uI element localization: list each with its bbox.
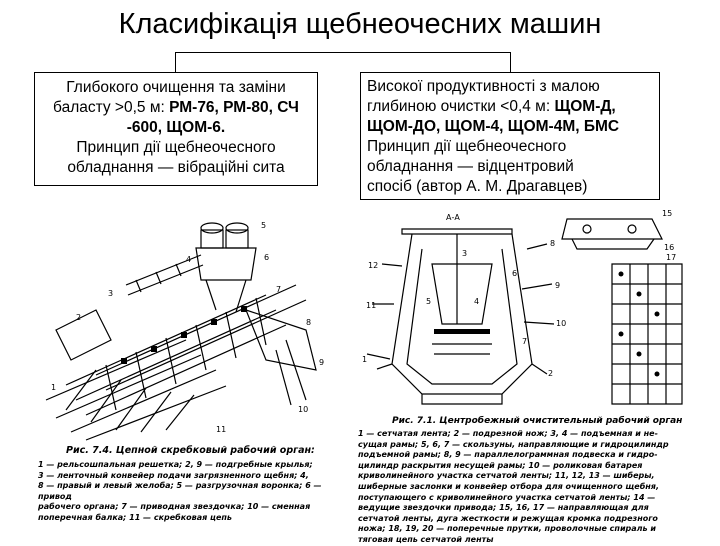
deep-cleaning-principle: Принцип дії щебнеочесного xyxy=(76,139,276,156)
fig-left-label-7: 7 xyxy=(276,285,281,294)
fig-right-label-15: 15 xyxy=(662,209,672,218)
deep-cleaning-depth: баласту >0,5 м: xyxy=(53,99,170,116)
fig-left-label-6: 6 xyxy=(264,253,269,262)
fig-right-label-1: 1 xyxy=(362,355,367,364)
connector-right xyxy=(510,52,511,72)
fig-right-legend-line: криволинейного участка сетчатой ленты; 1… xyxy=(358,471,655,481)
deep-cleaning-method: обладнання — вібраційні сита xyxy=(67,159,285,176)
fig-left-label-11: 11 xyxy=(216,425,226,434)
fig-right-label-16: 16 xyxy=(664,243,674,252)
high-prod-models-b: ЩОМ-ДО, ЩОМ-4, ЩОМ-4М, БМС xyxy=(367,118,620,135)
fig-right-label-7: 7 xyxy=(522,337,527,346)
fig-left-legend-line: 3 — ленточный конвейер подачи загрязненн… xyxy=(38,470,309,480)
fig-left-legend-line: рабочего органа; 7 — приводная звездочка… xyxy=(38,502,311,512)
fig-right-legend-line: ножа; 18, 19, 20 — поперечные прутки, пр… xyxy=(358,524,656,534)
high-prod-principle: Принцип дії щебнеочесного xyxy=(367,138,567,155)
fig-left-label-5: 5 xyxy=(261,221,266,230)
chain-scraper-drawing: 3 2 1 4 5 6 7 8 9 10 11 xyxy=(45,221,324,441)
fig-left-caption: Рис. 7.4. Цепной скребковый рабочий орга… xyxy=(66,445,315,456)
fig-left-legend: 1 — рельсошпальная решетка; 2, 9 — подгр… xyxy=(38,460,338,524)
fig-left-label-1: 1 xyxy=(51,383,56,392)
high-prod-line2: глибиною очистки <0,4 м: ЩОМ-Д, xyxy=(367,97,653,117)
fig-left-label-4: 4 xyxy=(186,255,191,264)
fig-right-legend-line: цилиндр раскрытия несущей рамы; 10 — рол… xyxy=(358,460,643,470)
page-title: Класифікація щебнеочесних машин xyxy=(118,8,602,40)
high-productivity-box: Високої продуктивності з малою глибиною … xyxy=(360,72,660,200)
deep-cleaning-line1: Глибокого очищення та заміни xyxy=(66,79,286,96)
fig-right-legend-line: 1 — сетчатая лента; 2 — подрезной нож; 3… xyxy=(358,429,658,438)
fig-left-label-2: 2 xyxy=(76,313,81,322)
fig-right-legend: 1 — сетчатая лента; 2 — подрезной нож; 3… xyxy=(358,429,698,546)
fig-left-legend-line: поперечная балка; 11 — скребковая цепь xyxy=(38,512,232,522)
connector-horizontal xyxy=(175,52,510,53)
fig-right-label-12: 12 xyxy=(368,261,378,270)
fig-left-label-3: 3 xyxy=(108,289,113,298)
fig-right-caption: Рис. 7.1. Центробежный очистительный раб… xyxy=(392,416,683,426)
fig-left-label-10: 10 xyxy=(298,405,308,414)
fig-left-legend-line: 8 — правый и левый желоба; 5 — разгрузоч… xyxy=(38,481,322,501)
deep-cleaning-box: Глибокого очищення та заміни баласту >0,… xyxy=(34,72,318,186)
fig-right-legend-line: тяговая цепь сетчатой ленты xyxy=(358,534,494,544)
high-prod-depth: глибиною очистки <0,4 м: xyxy=(367,98,555,115)
fig-right-label-2: 2 xyxy=(548,369,553,378)
fig-right-label-4: 4 xyxy=(474,297,479,306)
fig-right-legend-line: шиберные заслонки и конвейер отбора для … xyxy=(358,481,659,491)
deep-cleaning-line2: баласту >0,5 м: РМ-76, РМ-80, СЧ xyxy=(41,98,311,118)
fig-right-label-9: 9 xyxy=(555,281,560,290)
centrifugal-drawing: А-А 12 11 1 8 9 10 3 4 5 6 7 2 15 16 17 xyxy=(362,209,683,405)
high-prod-method: обладнання — відцентровий xyxy=(367,158,574,175)
fig-right-legend-line: ведущие звездочки привода; 15, 16, 17 — … xyxy=(358,503,649,513)
fig-right-label-6: 6 xyxy=(512,269,517,278)
fig-right-label-3: 3 xyxy=(462,249,467,258)
fig-left-legend-line: 1 — рельсошпальная решетка; 2, 9 — подгр… xyxy=(38,460,313,469)
fig-right-label-17: 17 xyxy=(666,253,676,262)
high-prod-models-a: ЩОМ-Д, xyxy=(554,98,616,115)
fig-right-legend-line: подъемной рамы; 8, 9 — параллелограммная… xyxy=(358,450,658,460)
high-prod-line1: Високої продуктивності з малою xyxy=(367,78,600,95)
fig-right-legend-line: сущая рамы; 5, 6, 7 — скользуны, направл… xyxy=(358,439,669,449)
deep-cleaning-models-b: -600, ЩОМ-6. xyxy=(126,119,226,136)
fig-right-label-10: 10 xyxy=(556,319,566,328)
fig-right-label-5: 5 xyxy=(426,297,431,306)
high-prod-author: спосіб (автор А. М. Драгавцев) xyxy=(367,178,588,195)
fig-left-label-8: 8 xyxy=(306,318,311,327)
fig-right-section-label: А-А xyxy=(446,213,460,222)
fig-right-legend-line: сетчатой ленты, дуга жесткости и режущая… xyxy=(358,513,658,523)
fig-right-label-8: 8 xyxy=(550,239,555,248)
fig-right-legend-line: поступающего с криволинейного участка се… xyxy=(358,492,656,502)
fig-right-label-11: 11 xyxy=(366,301,376,310)
connector-left xyxy=(175,52,176,72)
deep-cleaning-models-a: РМ-76, РМ-80, СЧ xyxy=(169,99,299,116)
fig-left-label-9: 9 xyxy=(319,358,324,367)
